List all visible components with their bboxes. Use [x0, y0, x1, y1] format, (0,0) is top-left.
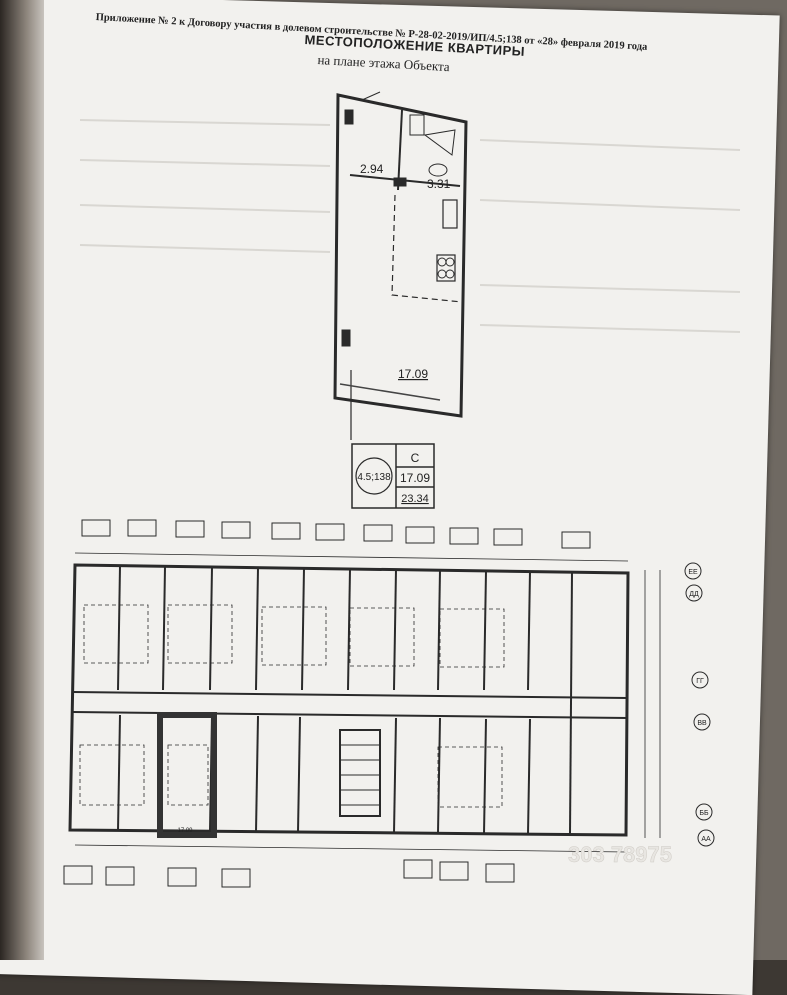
axis-bb: ББ	[699, 810, 709, 817]
axis-labels: ЕЕ ДД ГГ ВВ ББ АА	[688, 569, 711, 843]
faded-text-lines	[79, 119, 741, 333]
stamp-total-area: 23.34	[401, 493, 429, 505]
page-edge	[0, 0, 44, 960]
apartment-stamp	[351, 443, 435, 509]
stamp-number: 4.5;138	[357, 472, 391, 483]
stamp-type: С	[411, 451, 420, 465]
watermark: 303 78975	[568, 842, 672, 867]
floor-plan	[63, 519, 715, 888]
main-area-label: 17.09	[398, 367, 428, 381]
axis-gg: ГГ	[696, 678, 704, 685]
axis-dd: ДД	[689, 591, 699, 598]
room-area-left: 2.94	[360, 162, 384, 176]
stamp-living-area: 17.09	[400, 471, 430, 485]
apartment-plan	[333, 91, 468, 440]
axis-vv: ВВ	[697, 720, 707, 727]
axis-ee: ЕЕ	[688, 569, 698, 576]
axis-aa: АА	[701, 836, 711, 843]
highlighted-apartment-area: 17.09	[177, 828, 193, 834]
room-area-right: 3.31	[427, 177, 451, 191]
floor-plans: 2.94 3.31 17.09 4.5;138 С 17.09 23.34	[63, 91, 741, 888]
